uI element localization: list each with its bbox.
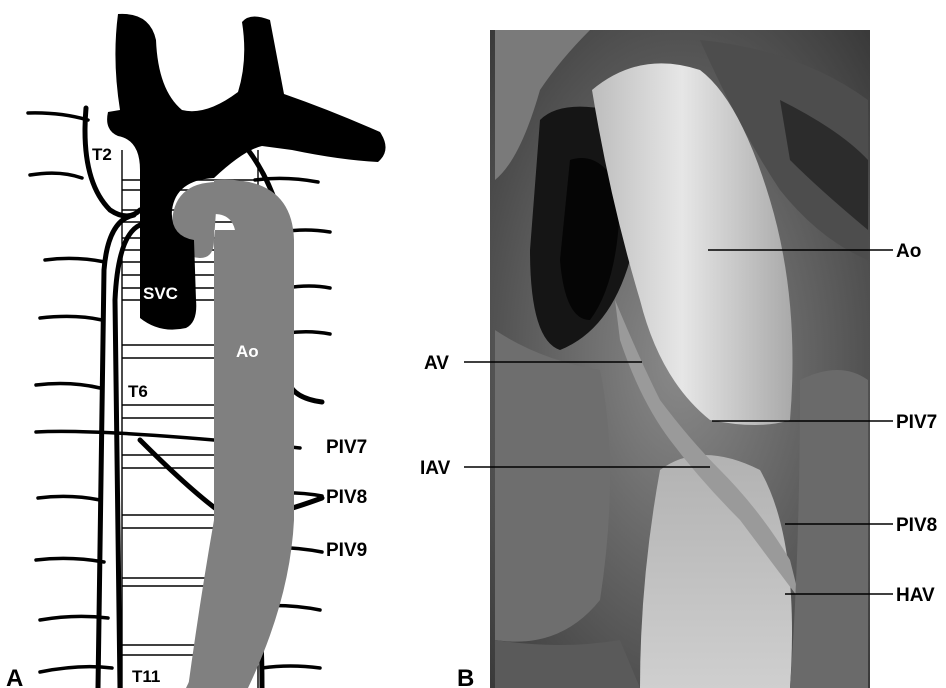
piv9-label: PIV9 [326,540,367,561]
photo-iav-label: IAV [420,458,451,479]
svc-label: SVC [143,284,178,303]
piv7-label: PIV7 [326,437,367,458]
panel-a-letter: A [6,665,23,688]
t2-label: T2 [92,145,112,164]
photo-ao-label: Ao [896,241,921,262]
dissection-photo [490,30,870,688]
panel-b: Ao AV IAV PIV7 PIV8 HAV B [420,30,937,688]
photo-piv8-label: PIV8 [896,515,937,536]
photo-av-label: AV [424,353,449,374]
t11-label: T11 [132,667,160,686]
panel-b-letter: B [457,665,474,688]
piv8-label: PIV8 [326,487,367,508]
photo-piv7-label: PIV7 [896,412,937,433]
panel-a: T2 SVC Ao T6 T11 PIV7 PIV8 PIV9 A [6,14,386,688]
aorta-label: Ao [236,342,259,361]
t6-label: T6 [128,382,148,401]
photo-hav-label: HAV [896,585,935,606]
